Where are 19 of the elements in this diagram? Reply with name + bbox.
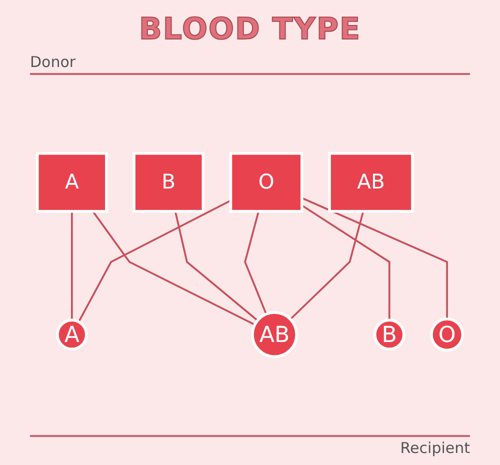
node-circle: O [430, 318, 464, 352]
node-circle: AB [251, 311, 298, 358]
node-circle: B [374, 318, 406, 350]
node-box: O [229, 152, 304, 213]
connector [78, 200, 232, 322]
node-box: B [132, 152, 204, 213]
connector [244, 211, 268, 315]
connector [301, 204, 390, 320]
connector [92, 210, 256, 326]
node-box: AB [328, 152, 414, 213]
node-box: A [36, 152, 108, 213]
section-label: Donor [30, 53, 470, 75]
section-label: Recipient [30, 435, 470, 457]
connector [302, 197, 448, 319]
connector [70, 211, 73, 320]
node-circle: A [56, 318, 88, 350]
connector [290, 211, 364, 320]
title: BLOOD TYPE [139, 12, 361, 47]
connector [174, 211, 258, 322]
